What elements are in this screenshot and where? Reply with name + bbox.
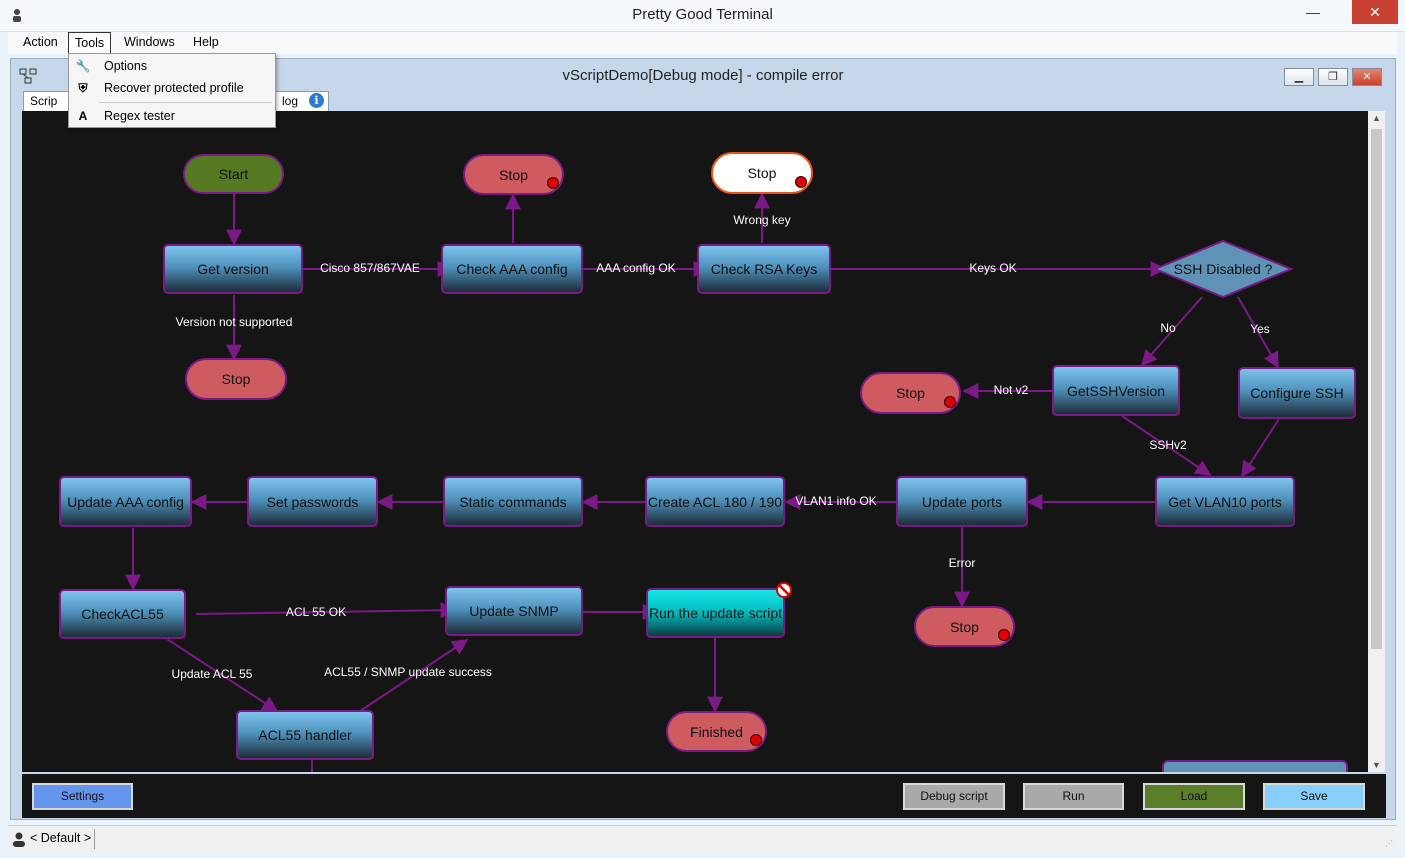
child-close-button[interactable]: ✕ bbox=[1352, 68, 1382, 86]
edge-label-acl55-snmp: ACL55 / SNMP update success bbox=[324, 665, 492, 679]
title-bar: Pretty Good Terminal — ✕ bbox=[0, 0, 1405, 32]
node-static-commands[interactable]: Static commands bbox=[443, 476, 583, 527]
breakpoint-icon bbox=[547, 177, 559, 189]
tab-script[interactable]: Scrip bbox=[23, 91, 69, 111]
node-stop-ssh-label: Stop bbox=[896, 385, 925, 401]
edge-label-error: Error bbox=[948, 556, 976, 570]
menu-action[interactable]: Action bbox=[23, 35, 58, 49]
flowchart-icon bbox=[19, 68, 37, 84]
node-get-version[interactable]: Get version bbox=[163, 244, 303, 294]
app-icon bbox=[13, 9, 21, 22]
node-stop-aaa-label: Stop bbox=[499, 166, 528, 183]
menu-item-recover[interactable]: ⛨ Recover protected profile bbox=[69, 77, 275, 99]
edge-label-yes: Yes bbox=[1250, 322, 1270, 336]
settings-button[interactable]: Settings bbox=[32, 783, 133, 810]
node-ssh-disabled-label: SSH Disabled ? bbox=[1173, 261, 1273, 277]
node-check-rsa[interactable]: Check RSA Keys bbox=[697, 244, 831, 294]
node-update-ports[interactable]: Update ports bbox=[896, 476, 1028, 527]
profile-label[interactable]: < Default > bbox=[30, 831, 92, 845]
menu-item-options[interactable]: 🔧 Options bbox=[69, 55, 275, 77]
action-bar: Settings Debug script Run Load Save bbox=[22, 774, 1386, 818]
tools-dropdown: 🔧 Options ⛨ Recover protected profile A … bbox=[68, 53, 276, 128]
regex-icon: A bbox=[78, 109, 88, 123]
menu-tools[interactable]: Tools bbox=[68, 32, 112, 54]
ssh-disabled-diamond[interactable] bbox=[1152, 239, 1294, 299]
child-window-title: vScriptDemo[Debug mode] - compile error bbox=[562, 67, 844, 84]
node-check-aaa[interactable]: Check AAA config bbox=[441, 244, 583, 294]
node-update-snmp[interactable]: Update SNMP bbox=[445, 586, 583, 636]
edge-label-cisco: Cisco 857/867VAE bbox=[320, 261, 420, 275]
breakpoint-icon bbox=[750, 734, 762, 746]
node-configure-ssh[interactable]: Configure SSH bbox=[1238, 367, 1356, 419]
node-check-acl55[interactable]: CheckACL55 bbox=[59, 589, 186, 639]
node-stop-version[interactable]: Stop bbox=[185, 358, 287, 400]
edge-label-vlan1-ok: VLAN1 info OK bbox=[795, 494, 877, 508]
status-bar: < Default > ⋰ bbox=[8, 825, 1397, 851]
node-finished[interactable]: Finished bbox=[666, 711, 767, 752]
scroll-down-icon[interactable]: ▼ bbox=[1372, 760, 1381, 770]
breakpoint-icon bbox=[795, 176, 807, 188]
node-create-acl[interactable]: Create ACL 180 / 190 bbox=[645, 476, 785, 527]
run-button[interactable]: Run bbox=[1023, 783, 1124, 810]
node-stop-aaa[interactable]: Stop bbox=[463, 154, 564, 195]
close-button[interactable]: ✕ bbox=[1352, 0, 1398, 24]
breakpoint-icon bbox=[944, 396, 956, 408]
edge-label-update-acl55: Update ACL 55 bbox=[171, 667, 253, 681]
node-update-aaa[interactable]: Update AAA config bbox=[59, 476, 192, 527]
flowchart-edges bbox=[125, 192, 1348, 772]
scroll-thumb[interactable] bbox=[1371, 129, 1382, 649]
window-title: Pretty Good Terminal bbox=[632, 6, 773, 23]
edge-label-aaa-ok: AAA config OK bbox=[596, 261, 676, 275]
resize-grip-icon[interactable]: ⋰ bbox=[1385, 839, 1393, 848]
edge-label-keys-ok: Keys OK bbox=[969, 261, 1017, 275]
node-stop-ports-label: Stop bbox=[950, 618, 979, 635]
menu-separator bbox=[99, 102, 272, 103]
node-stop-ssh[interactable]: Stop bbox=[860, 372, 961, 414]
offscreen-node[interactable] bbox=[1162, 760, 1348, 772]
node-run-update[interactable]: Run the update script bbox=[646, 582, 792, 638]
debug-script-button[interactable]: Debug script bbox=[903, 783, 1005, 810]
menu-windows[interactable]: Windows bbox=[124, 35, 175, 49]
edge-label-version-not-supported: Version not supported bbox=[175, 315, 293, 329]
breakpoint-icon bbox=[998, 629, 1010, 641]
edge-label-no: No bbox=[1160, 321, 1176, 335]
node-run-update-label: Run the update script bbox=[648, 605, 783, 621]
vertical-scrollbar[interactable]: ▲ ▼ bbox=[1368, 111, 1385, 772]
wrench-icon: 🔧 bbox=[75, 59, 91, 73]
save-button[interactable]: Save bbox=[1263, 783, 1365, 810]
scroll-up-icon[interactable]: ▲ bbox=[1372, 113, 1381, 123]
edge-label-not-v2: Not v2 bbox=[993, 383, 1029, 397]
edge-label-acl55-ok: ACL 55 OK bbox=[285, 605, 347, 619]
node-stop-rsa[interactable]: Stop bbox=[711, 152, 813, 194]
menu-item-regex[interactable]: A Regex tester bbox=[69, 105, 275, 127]
status-divider bbox=[94, 829, 95, 849]
node-stop-ports[interactable]: Stop bbox=[914, 606, 1015, 647]
edge-label-wrong-key: Wrong key bbox=[733, 213, 791, 227]
edge-label-sshv2: SSHv2 bbox=[1149, 438, 1187, 452]
flowchart-canvas[interactable]: Start Get version Check AAA config Check… bbox=[22, 111, 1368, 772]
script-window: vScriptDemo[Debug mode] - compile error … bbox=[10, 58, 1396, 820]
node-finished-label: Finished bbox=[690, 723, 743, 740]
menu-item-regex-label: Regex tester bbox=[104, 109, 175, 123]
node-get-vlan10[interactable]: Get VLAN10 ports bbox=[1155, 476, 1295, 527]
error-icon bbox=[776, 582, 792, 598]
info-icon[interactable]: i bbox=[309, 93, 324, 108]
menu-item-options-label: Options bbox=[104, 59, 148, 73]
child-minimize-button[interactable]: ▁ bbox=[1284, 68, 1314, 86]
user-icon bbox=[13, 832, 25, 847]
node-stop-rsa-label: Stop bbox=[747, 165, 777, 181]
node-start[interactable]: Start bbox=[183, 154, 284, 194]
menu-bar: Action Tools Windows Help bbox=[8, 32, 1397, 54]
load-button[interactable]: Load bbox=[1143, 783, 1245, 810]
node-set-passwords[interactable]: Set passwords bbox=[247, 476, 378, 527]
node-acl55-handler[interactable]: ACL55 handler bbox=[236, 710, 374, 760]
child-restore-button[interactable]: ❐ bbox=[1318, 68, 1348, 86]
minimize-button[interactable]: — bbox=[1306, 4, 1320, 20]
node-get-ssh-version[interactable]: GetSSHVersion bbox=[1052, 365, 1180, 416]
shield-icon: ⛨ bbox=[78, 81, 88, 95]
menu-help[interactable]: Help bbox=[193, 35, 219, 49]
menu-item-recover-label: Recover protected profile bbox=[104, 81, 244, 95]
